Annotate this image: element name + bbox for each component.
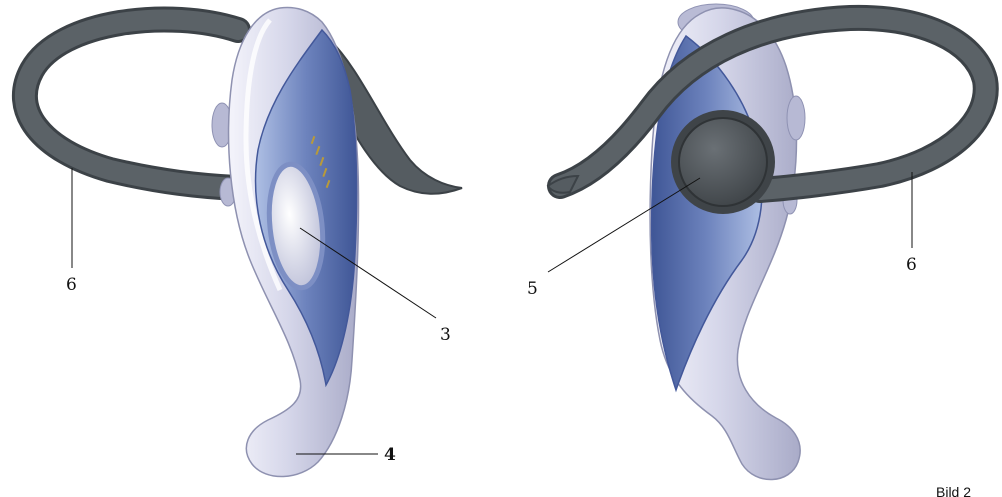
- callout-6-left: 6: [66, 275, 77, 295]
- callout-6-right: 6: [906, 255, 917, 275]
- right-headset: [548, 4, 986, 480]
- callout-4: 4: [384, 445, 396, 465]
- figure-caption: Bild 2: [936, 484, 971, 497]
- left-headset: [25, 8, 462, 477]
- callout-5: 5: [527, 279, 538, 299]
- callout-3: 3: [440, 325, 451, 345]
